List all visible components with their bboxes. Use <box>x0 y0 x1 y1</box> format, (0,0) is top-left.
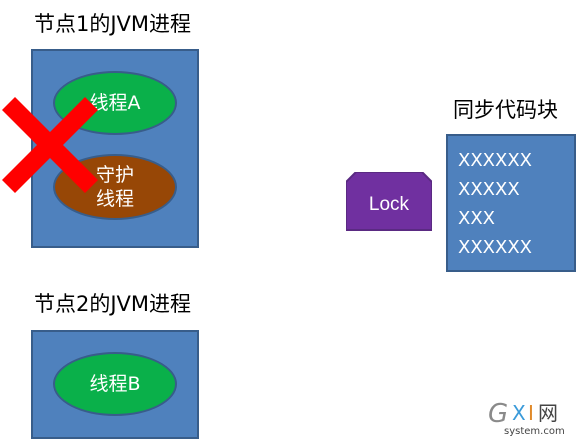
watermark-logo-sub: system.com <box>504 426 565 437</box>
thread-b-label: 线程B <box>89 373 141 395</box>
daemon-thread-label-line1: 守护 <box>95 164 134 186</box>
lock-shape: Lock <box>346 172 432 231</box>
code-line-4: XXXXXX <box>458 237 532 258</box>
cross-strokes <box>2 97 98 193</box>
node1-title: 节点1的JVM进程 <box>34 12 192 36</box>
thread-b-ellipse: 线程B <box>53 352 177 416</box>
node2-title: 节点2的JVM进程 <box>34 292 192 316</box>
sync-block-title: 同步代码块 <box>453 98 558 122</box>
watermark-logo-main: G <box>488 399 508 429</box>
lock-label: Lock <box>369 194 410 215</box>
svg-text:I: I <box>528 401 534 425</box>
daemon-thread-ellipse: 守护 线程 <box>53 154 177 220</box>
daemon-thread-label-line2: 线程 <box>95 188 134 210</box>
code-line-1: XXXXXX <box>458 150 532 171</box>
svg-text:网: 网 <box>538 401 558 425</box>
code-line-2: XXXXX <box>458 179 520 200</box>
watermark-logo: G X I 网 system.com <box>488 399 565 437</box>
sync-block-box: XXXXXX XXXXX XXX XXXXXX <box>446 134 576 272</box>
daemon-thread-label: 守护 线程 <box>96 163 134 211</box>
thread-a-label: 线程A <box>89 92 141 114</box>
cross-stroke-1 <box>2 97 98 193</box>
code-line-3: XXX <box>458 208 495 229</box>
lock-octagon <box>346 172 432 231</box>
failure-cross-icon <box>2 97 98 193</box>
svg-text:X: X <box>512 401 526 425</box>
